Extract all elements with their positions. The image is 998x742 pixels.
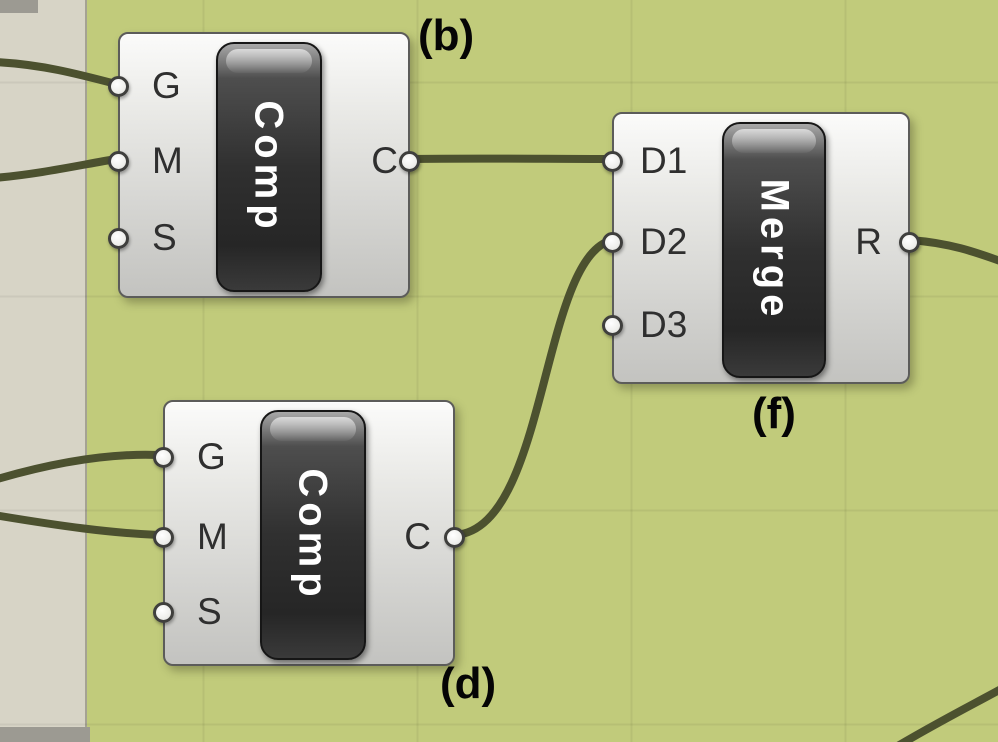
input-grip-D3[interactable] (602, 314, 623, 336)
input-label-G: G (197, 435, 226, 477)
component-name: Comp (247, 100, 292, 234)
annotation-b: (b) (418, 11, 475, 60)
input-grip-S[interactable] (153, 601, 174, 623)
corner-block-bottom-left (0, 727, 90, 742)
capsule-gloss (732, 129, 816, 153)
component-name: Merge (752, 178, 796, 322)
input-grip-S[interactable] (108, 227, 129, 249)
input-label-M: M (197, 515, 228, 557)
wire-to-compD-G[interactable] (0, 450, 163, 483)
input-label-D1: D1 (640, 139, 688, 181)
input-label-G: G (152, 64, 181, 106)
input-grip-M[interactable] (108, 150, 129, 172)
corner-block-top-left (0, 0, 38, 13)
input-label-M: M (152, 139, 183, 181)
component-name-capsule[interactable]: Comp (216, 42, 322, 292)
wire-to-compD-M[interactable] (0, 511, 163, 539)
output-grip-C[interactable] (444, 526, 465, 548)
input-grip-D2[interactable] (602, 231, 623, 253)
input-grip-D1[interactable] (602, 150, 623, 172)
wire-bottom-right-corner[interactable] (896, 686, 998, 742)
component-comp-d[interactable]: G M S Comp C (153, 400, 465, 666)
output-grip-C[interactable] (399, 150, 420, 172)
input-label-D3: D3 (640, 303, 688, 345)
wire-mergeF-R-out[interactable] (906, 236, 998, 265)
input-label-S: S (152, 216, 177, 258)
offcanvas-strip (0, 0, 87, 742)
component-name-capsule[interactable]: Merge (722, 122, 826, 378)
capsule-gloss (226, 49, 312, 73)
output-label-R: R (855, 220, 882, 262)
input-label-D2: D2 (640, 220, 688, 262)
input-grip-G[interactable] (108, 75, 129, 97)
input-grip-G[interactable] (153, 446, 174, 468)
component-merge-f[interactable]: D1 D2 D3 Merge R (602, 112, 920, 384)
component-name-capsule[interactable]: Comp (260, 410, 366, 660)
input-grip-M[interactable] (153, 526, 174, 548)
capsule-gloss (270, 417, 356, 441)
wire-to-compB-M[interactable] (0, 155, 120, 182)
wire-compD-C-to-mergeF-D2[interactable] (451, 236, 616, 539)
component-comp-b[interactable]: G M S Comp C (108, 32, 420, 298)
output-label-C: C (404, 515, 431, 557)
wire-to-compB-G[interactable] (0, 58, 120, 88)
output-grip-R[interactable] (899, 231, 920, 253)
component-name: Comp (291, 468, 336, 602)
annotation-d: (d) (440, 659, 497, 708)
input-label-S: S (197, 590, 222, 632)
annotation-f: (f) (752, 389, 796, 438)
output-label-C: C (371, 139, 398, 181)
